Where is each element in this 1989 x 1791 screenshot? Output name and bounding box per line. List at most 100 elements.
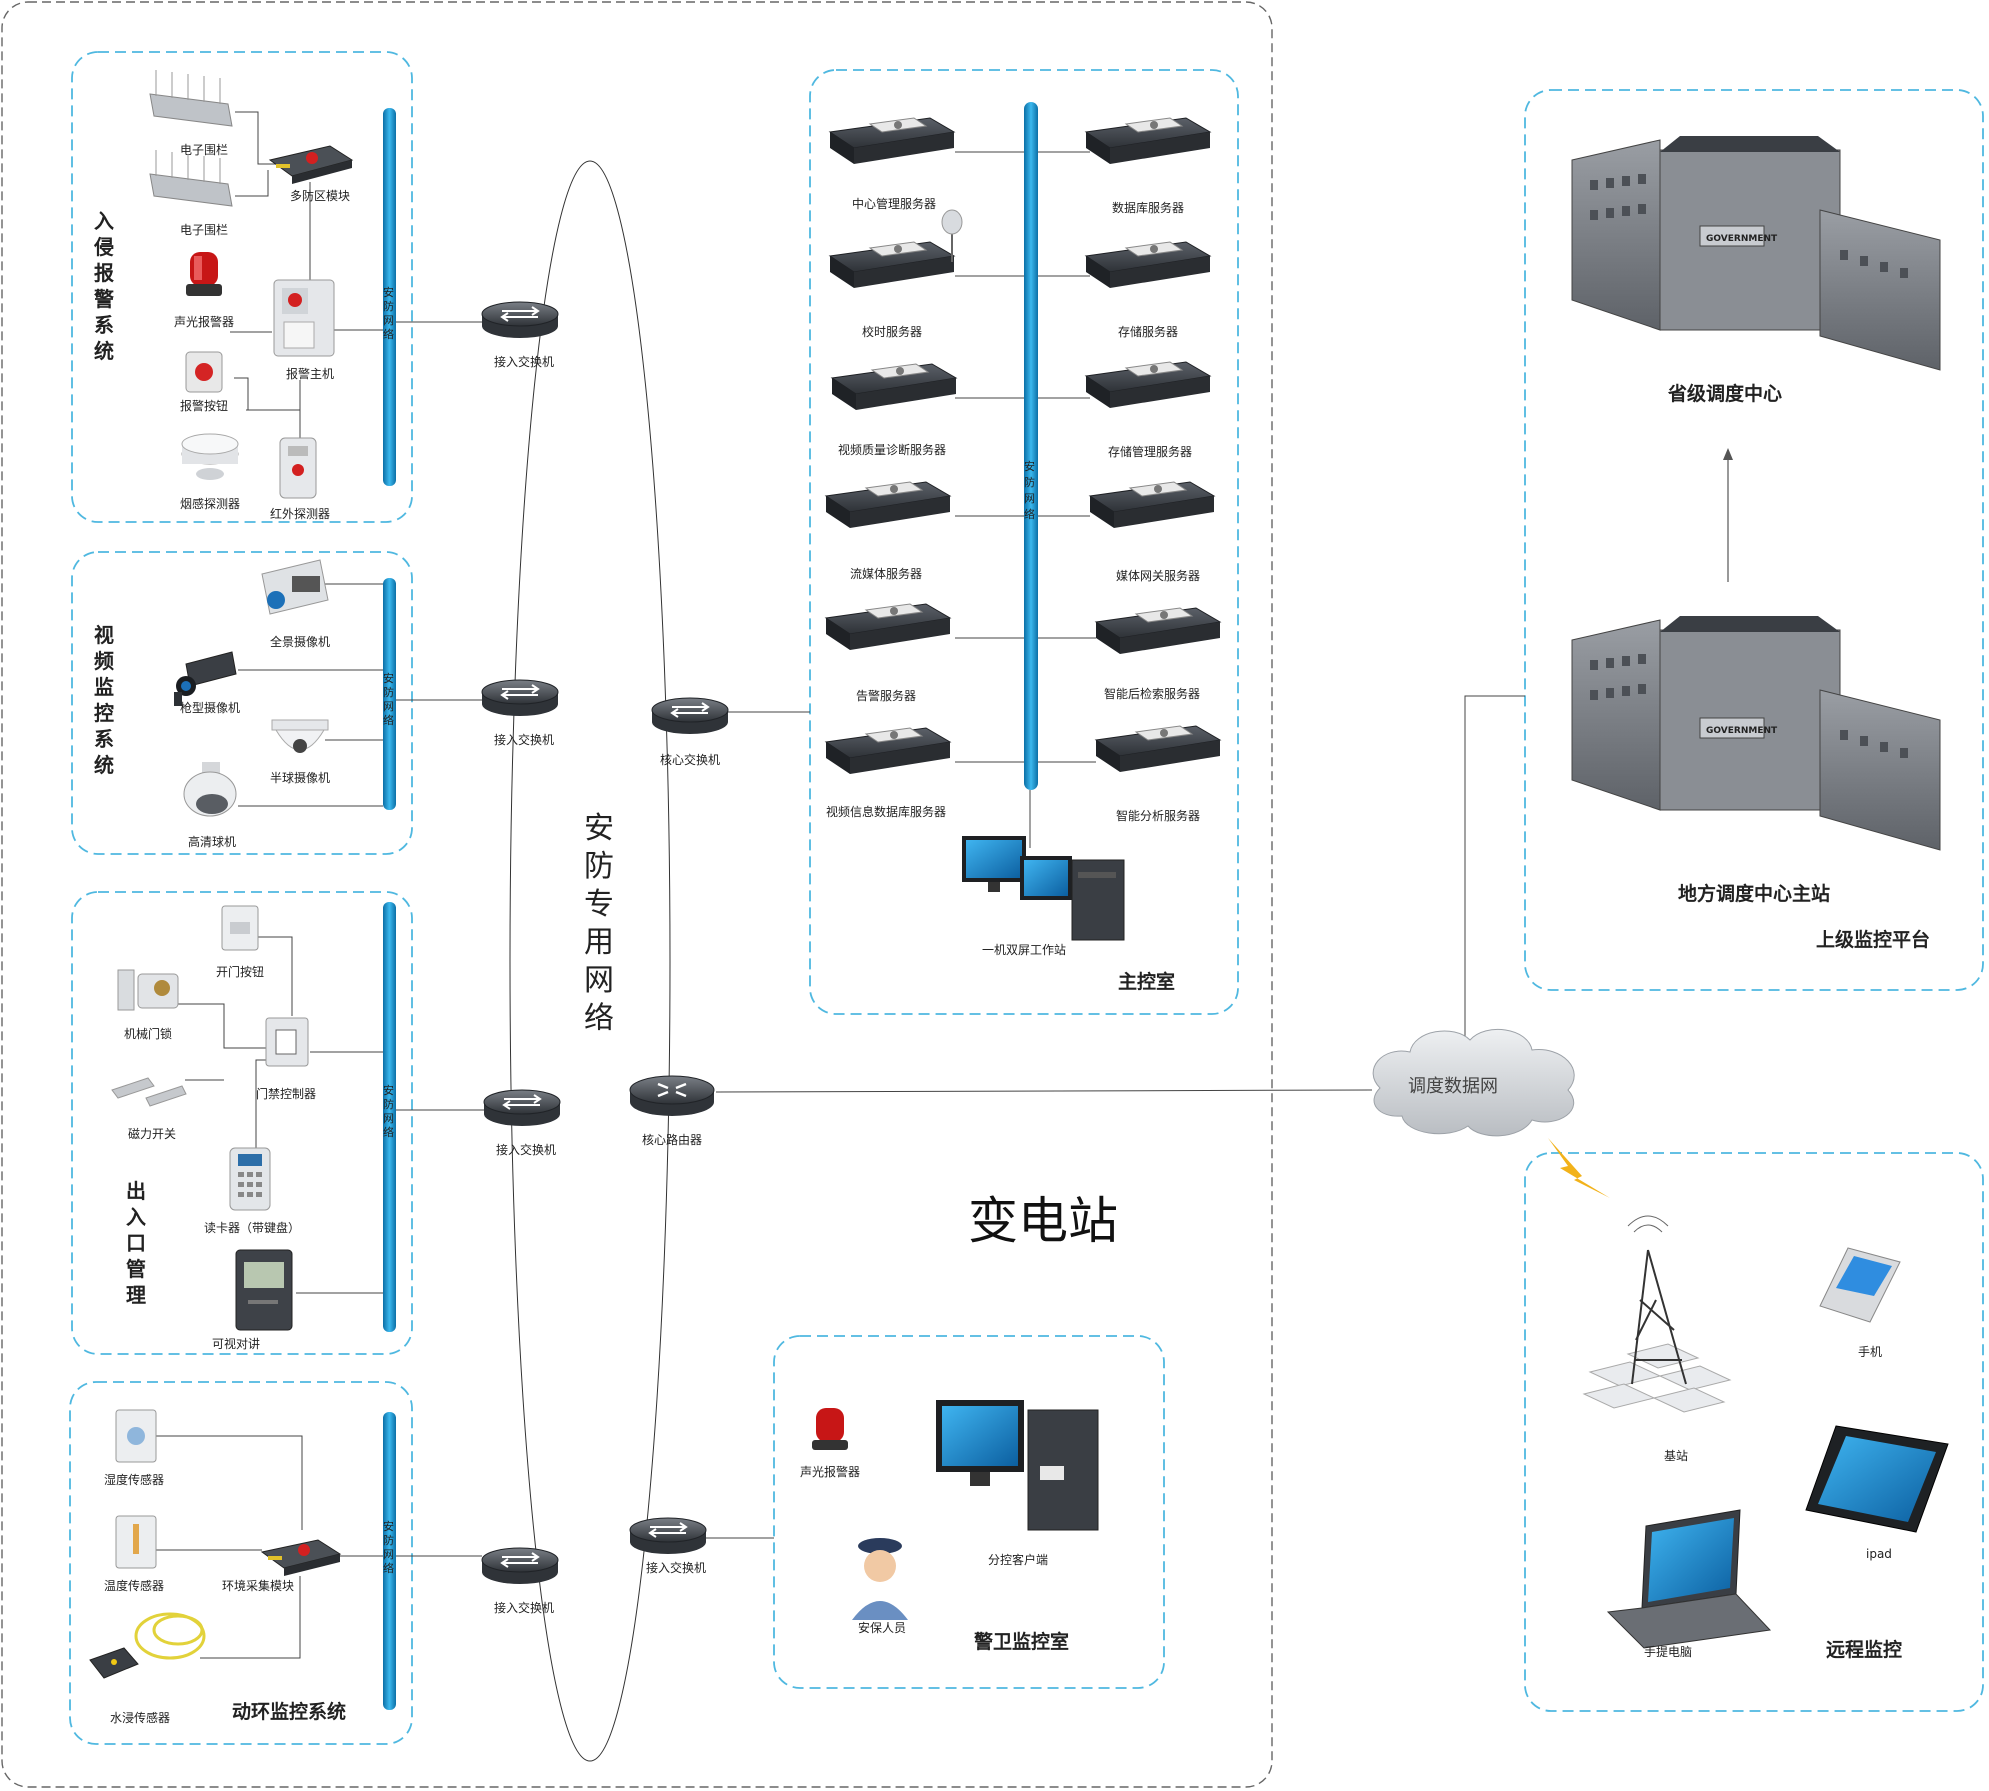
svg-text:侵: 侵: [93, 235, 114, 259]
upward-arrow: [1723, 448, 1733, 582]
device-label: 报警主机: [286, 366, 334, 381]
device-label: ipad: [1866, 1547, 1892, 1561]
access-switch-icon: [629, 1517, 707, 1555]
svg-text:视: 视: [94, 623, 114, 647]
device-label: 全景摄像机: [270, 634, 330, 649]
server-label: 视频质量诊断服务器: [838, 442, 946, 457]
water-sensor-icon: [89, 1612, 206, 1679]
video-title: 视 频 监 控 系 统: [94, 623, 114, 777]
svg-text:安: 安: [1024, 459, 1035, 473]
svg-text:频: 频: [94, 649, 114, 673]
device-label: 机械门锁: [124, 1026, 172, 1041]
speed-dome-camera-icon: [183, 762, 237, 817]
local-dispatch-label: 地方调度中心主站: [1678, 882, 1830, 905]
svg-text:用: 用: [584, 925, 614, 960]
svg-text:网: 网: [1024, 492, 1035, 505]
device-label: 红外探测器: [270, 506, 330, 521]
multi-zone-module-icon: [268, 145, 354, 184]
dispatch-data-network-cloud: 调度数据网: [1372, 1028, 1575, 1137]
device-label: 开门按钮: [216, 964, 264, 979]
electric-fence-icon: [149, 150, 233, 207]
device-label: 安保人员: [858, 1620, 906, 1635]
server-icon: [1085, 241, 1211, 289]
device-label: 报警按钮: [180, 398, 228, 413]
device-label: 湿度传感器: [104, 1472, 164, 1487]
svg-text:网: 网: [383, 314, 394, 327]
device-label: 水浸传感器: [110, 1710, 170, 1725]
svg-text:防: 防: [383, 299, 394, 313]
svg-text:网: 网: [383, 1548, 394, 1561]
server-label: 流媒体服务器: [850, 566, 922, 581]
server-label: 视频信息数据库服务器: [826, 804, 946, 819]
svg-text:络: 络: [1024, 507, 1035, 521]
laptop-icon: [1606, 1509, 1772, 1649]
intrusion-group-box: [71, 51, 413, 523]
svg-text:防: 防: [383, 1097, 394, 1111]
svg-text:统: 统: [94, 753, 114, 777]
device-label: 声光报警器: [800, 1464, 860, 1479]
svg-text:系: 系: [94, 727, 114, 751]
env-title: 动环监控系统: [232, 1700, 346, 1723]
main-room-bus: 安 防 网 络: [1024, 102, 1038, 790]
server-label: 数据库服务器: [1112, 200, 1184, 215]
workstation-label: 一机双屏工作站: [982, 943, 1066, 957]
server-icon: [831, 363, 957, 411]
video-intercom-icon: [235, 1249, 293, 1331]
core-router-label: 核心路由器: [642, 1132, 702, 1147]
server-label: 存储服务器: [1118, 324, 1178, 339]
server-icon: [1095, 607, 1221, 655]
server-icon: [1085, 117, 1211, 165]
government-building-icon: GOVERNMENT: [1571, 136, 1941, 371]
svg-text:络: 络: [383, 1125, 394, 1139]
server-icon: [1089, 481, 1215, 529]
infrared-detector-icon: [279, 437, 317, 499]
server-label: 智能分析服务器: [1116, 808, 1200, 823]
access-bus: 安 防 网 络: [383, 902, 396, 1332]
svg-text:安: 安: [383, 1083, 394, 1097]
svg-text:络: 络: [383, 713, 394, 727]
electric-fence-icon: [149, 70, 233, 127]
device-label: 读卡器（带键盘）: [204, 1220, 300, 1235]
access-switch-label: 接入交换机: [494, 732, 554, 747]
svg-text:专: 专: [584, 887, 614, 922]
upper-platform-box: [1524, 89, 1984, 991]
magnetic-switch-icon: [111, 1077, 187, 1107]
server-label: 智能后检索服务器: [1104, 686, 1200, 701]
alarm-button-icon: [185, 351, 223, 393]
device-label: 烟感探测器: [180, 496, 240, 511]
svg-text:GOVERNMENT: GOVERNMENT: [1706, 726, 1778, 736]
provincial-dispatch-label: 省级调度中心: [1667, 382, 1782, 405]
server-icon: [1085, 361, 1211, 409]
mechanical-lock-icon: [117, 969, 179, 1011]
core-router-icon: [629, 1075, 715, 1116]
intrusion-bus: 安 防 网 络: [383, 108, 396, 486]
svg-text:GOVERNMENT: GOVERNMENT: [1706, 234, 1778, 244]
server-label: 校时服务器: [862, 324, 922, 339]
svg-text:防: 防: [383, 1533, 394, 1547]
temperature-sensor-icon: [115, 1515, 157, 1569]
svg-text:统: 统: [94, 339, 114, 363]
svg-text:系: 系: [94, 313, 114, 337]
intrusion-title: 入 侵 报 警 系 统: [93, 209, 114, 363]
svg-text:络: 络: [584, 1001, 614, 1036]
svg-text:管: 管: [126, 1257, 146, 1281]
card-reader-keypad-icon: [229, 1147, 271, 1211]
device-label: 环境采集模块: [222, 1578, 294, 1593]
device-label: 电子围栏: [180, 142, 228, 157]
device-label: 高清球机: [188, 834, 236, 849]
svg-text:理: 理: [126, 1283, 146, 1307]
access-switch-label: 接入交换机: [496, 1142, 556, 1157]
door-controller-icon: [265, 1017, 309, 1067]
svg-text:出: 出: [126, 1179, 146, 1203]
humidity-sensor-icon: [115, 1409, 157, 1463]
access-switch-label: 接入交换机: [494, 1600, 554, 1615]
svg-text:安: 安: [584, 811, 614, 846]
sound-light-alarm-icon: [186, 252, 222, 296]
device-label: 可视对讲: [212, 1336, 260, 1351]
main-room-title: 主控室: [1118, 970, 1175, 993]
alarm-host-icon: [273, 279, 335, 357]
server-label: 中心管理服务器: [852, 196, 936, 211]
guard-room-title: 警卫监控室: [974, 1630, 1069, 1653]
device-label: 基站: [1664, 1449, 1688, 1463]
